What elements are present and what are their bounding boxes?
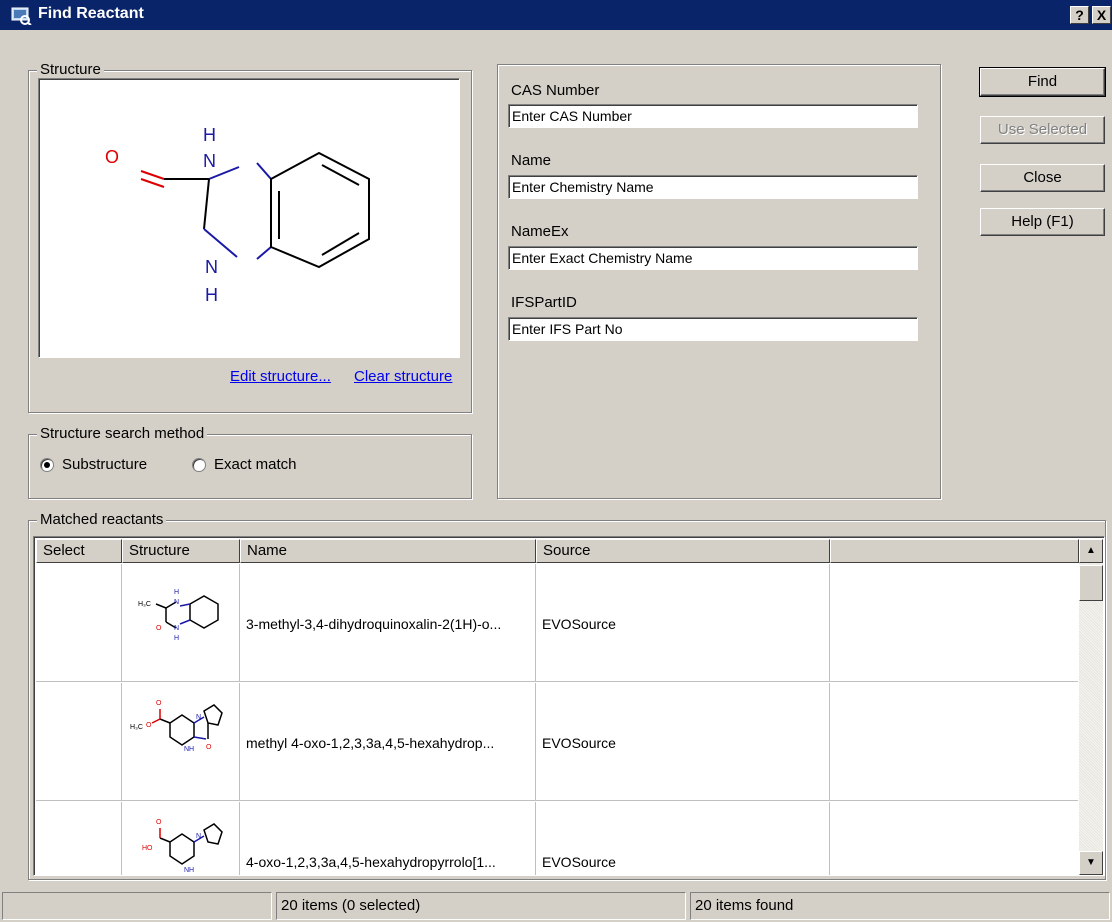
table-row[interactable]: O H₃C O N NH O methyl 4-oxo-1,2,3,3a,4,5… bbox=[36, 683, 1078, 801]
search-method-legend: Structure search method bbox=[37, 425, 208, 442]
svg-text:O: O bbox=[156, 819, 162, 826]
svg-text:O: O bbox=[156, 700, 162, 707]
bond bbox=[208, 166, 240, 180]
vertical-scrollbar[interactable]: ▲ ▼ bbox=[1079, 539, 1103, 875]
window-title: Find Reactant bbox=[38, 5, 144, 22]
cas-label: CAS Number bbox=[511, 82, 600, 99]
matched-legend: Matched reactants bbox=[37, 511, 167, 528]
svg-text:O: O bbox=[156, 625, 162, 632]
bond bbox=[203, 178, 210, 230]
name-label: Name bbox=[511, 152, 552, 169]
atom-label: N bbox=[205, 257, 218, 277]
scroll-down-icon[interactable]: ▼ bbox=[1079, 851, 1103, 875]
bond bbox=[140, 178, 165, 188]
svg-text:O: O bbox=[146, 722, 152, 729]
bond bbox=[203, 228, 238, 258]
status-found: 20 items found bbox=[690, 892, 1110, 920]
cas-input[interactable] bbox=[508, 104, 918, 128]
status-bar: 20 items (0 selected) 20 items found bbox=[0, 890, 1112, 922]
help-button[interactable]: Help (F1) bbox=[980, 208, 1105, 236]
exact-match-label: Exact match bbox=[214, 456, 297, 473]
edit-structure-link[interactable]: Edit structure... bbox=[230, 368, 331, 385]
table-row[interactable]: H₃C H N N H O 3-methyl-3,4-dihydroquinox… bbox=[36, 564, 1078, 682]
results-table: Select Structure Name Source H₃C H N N H… bbox=[33, 536, 1105, 876]
atom-label: O bbox=[105, 147, 119, 167]
col-select[interactable]: Select bbox=[36, 539, 122, 563]
svg-text:NH: NH bbox=[184, 867, 194, 874]
molecule-thumbnail: H₃C H N N H O bbox=[138, 589, 219, 642]
bond bbox=[321, 232, 360, 256]
svg-text:N: N bbox=[174, 625, 179, 632]
ifspartid-input[interactable] bbox=[508, 317, 918, 341]
select-cell[interactable] bbox=[36, 802, 122, 875]
name-cell: 3-methyl-3,4-dihydroquinoxalin-2(1H)-o..… bbox=[240, 564, 536, 682]
structure-canvas[interactable]: H N O N H bbox=[38, 78, 460, 358]
nameex-input[interactable] bbox=[508, 246, 918, 270]
bond bbox=[321, 164, 360, 186]
matched-group: Matched reactants bbox=[28, 511, 1106, 880]
svg-text:N: N bbox=[196, 833, 201, 840]
benzene-ring bbox=[270, 151, 370, 269]
exact-match-radio[interactable] bbox=[192, 458, 206, 472]
svg-text:N: N bbox=[196, 714, 201, 721]
svg-text:HO: HO bbox=[142, 845, 153, 852]
bond bbox=[256, 246, 272, 260]
molecule-thumbnail: O H₃C O N NH O bbox=[130, 700, 223, 753]
select-cell[interactable] bbox=[36, 683, 122, 801]
atom-label: H bbox=[205, 285, 218, 305]
status-pane-empty bbox=[2, 892, 272, 920]
structure-cell: O H₃C O N NH O bbox=[122, 683, 240, 801]
title-bar: Find Reactant ? X bbox=[0, 0, 1112, 30]
substructure-label: Substructure bbox=[62, 456, 148, 473]
svg-text:N: N bbox=[174, 599, 179, 606]
col-extra[interactable] bbox=[830, 539, 1079, 563]
name-input[interactable] bbox=[508, 175, 918, 199]
atom-label: H bbox=[203, 125, 216, 145]
app-icon bbox=[11, 7, 32, 25]
source-cell: EVOSource bbox=[536, 564, 830, 682]
col-source[interactable]: Source bbox=[536, 539, 830, 563]
search-method-group: Structure search method bbox=[28, 425, 472, 499]
find-button[interactable]: Find bbox=[979, 67, 1106, 97]
svg-text:NH: NH bbox=[184, 746, 194, 753]
scroll-up-icon[interactable]: ▲ bbox=[1079, 539, 1103, 563]
svg-text:O: O bbox=[206, 744, 212, 751]
bond bbox=[140, 170, 165, 180]
bond bbox=[256, 162, 272, 180]
use-selected-button[interactable]: Use Selected bbox=[980, 116, 1105, 144]
structure-legend: Structure bbox=[37, 61, 104, 78]
clear-structure-link[interactable]: Clear structure bbox=[354, 368, 453, 385]
col-name[interactable]: Name bbox=[240, 539, 536, 563]
source-cell: EVOSource bbox=[536, 683, 830, 801]
atom-label: N bbox=[203, 151, 216, 171]
svg-text:H: H bbox=[174, 589, 179, 596]
molecule-thumbnail: O HO N NH bbox=[142, 819, 223, 874]
structure-group: Structure bbox=[28, 61, 472, 413]
structure-cell: H₃C H N N H O bbox=[122, 564, 240, 682]
status-selection: 20 items (0 selected) bbox=[276, 892, 686, 920]
svg-text:H₃C: H₃C bbox=[130, 724, 143, 731]
structure-cell: O HO N NH bbox=[122, 802, 240, 875]
name-cell: methyl 4-oxo-1,2,3,3a,4,5-hexahydrop... bbox=[240, 683, 536, 801]
svg-text:H₃C: H₃C bbox=[138, 601, 151, 608]
source-cell: EVOSource bbox=[536, 802, 830, 875]
table-row[interactable]: O HO N NH 4-oxo-1,2,3,3a,4,5-hexahydropy… bbox=[36, 802, 1078, 875]
extra-cell bbox=[830, 564, 1078, 682]
ifspartid-label: IFSPartID bbox=[511, 294, 577, 311]
col-structure[interactable]: Structure bbox=[122, 539, 240, 563]
extra-cell bbox=[830, 683, 1078, 801]
close-title-button[interactable]: X bbox=[1092, 6, 1111, 24]
scroll-thumb[interactable] bbox=[1079, 565, 1103, 601]
name-cell: 4-oxo-1,2,3,3a,4,5-hexahydropyrrolo[1... bbox=[240, 802, 536, 875]
substructure-radio[interactable] bbox=[40, 458, 54, 472]
svg-text:H: H bbox=[174, 635, 179, 642]
select-cell[interactable] bbox=[36, 564, 122, 682]
nameex-label: NameEx bbox=[511, 223, 569, 240]
extra-cell bbox=[830, 802, 1078, 875]
help-title-button[interactable]: ? bbox=[1070, 6, 1089, 24]
molecule-drawing: H N O N H bbox=[105, 125, 370, 305]
close-button[interactable]: Close bbox=[980, 164, 1105, 192]
fields-group bbox=[497, 64, 941, 499]
